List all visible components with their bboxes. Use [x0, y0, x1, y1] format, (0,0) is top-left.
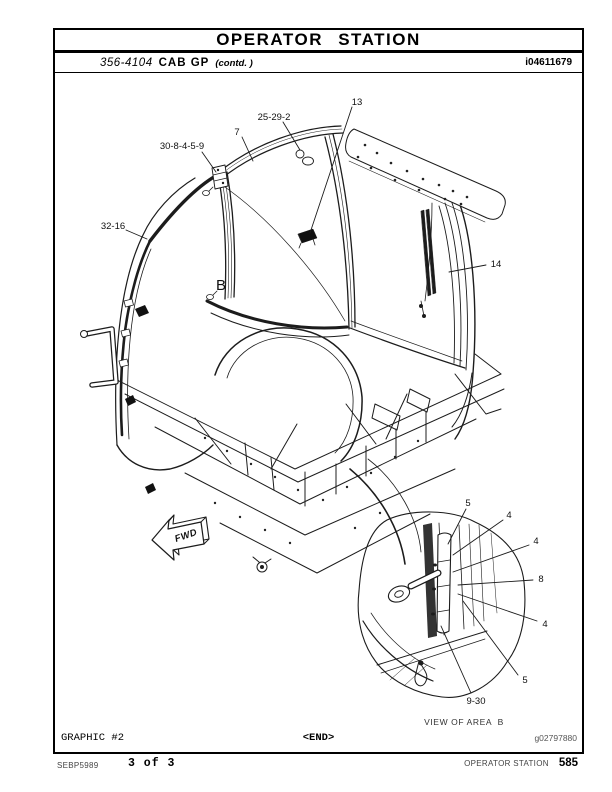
inset-callout-5-top: 5	[465, 498, 470, 509]
inset-callout-4c: 4	[542, 619, 547, 630]
end-marker: <END>	[302, 732, 335, 744]
callout-7: 7	[234, 127, 239, 138]
page-border-box: OPERATOR STATION 356-4104 CAB GP (contd.…	[53, 28, 584, 754]
part-heading: 356-4104 CAB GP (contd. )	[100, 57, 525, 69]
area-marker-b: B	[216, 277, 226, 294]
roof-panel-bolts	[356, 143, 469, 206]
rear-wiper	[419, 202, 437, 318]
subtitle-bar: 356-4104 CAB GP (contd. ) i04611679	[55, 53, 582, 73]
bracket-item-25-29-2	[295, 149, 314, 166]
graphic-id: g02797880	[534, 733, 577, 743]
latch-arm	[387, 569, 442, 603]
part-name: CAB GP	[158, 56, 210, 69]
title-bar: OPERATOR STATION	[55, 30, 582, 53]
mirror-bracket	[80, 326, 119, 388]
graphic-label: GRAPHIC #2	[61, 732, 125, 744]
cab-technical-drawing: FWD 25-29-2 13 7 30-8-4-5-9 32-16 14	[80, 97, 548, 727]
page-footer: SEBP5989 3 of 3 OPERATOR STATION 585	[53, 757, 580, 773]
cab-roof-panel	[345, 128, 506, 223]
callout-13: 13	[352, 97, 363, 108]
lower-hook	[414, 660, 428, 687]
inset-callout-4a: 4	[506, 510, 511, 521]
inset-view-area-b	[357, 511, 526, 698]
footer-page-number: 585	[558, 757, 578, 769]
hinge-assembly	[431, 532, 452, 634]
fwd-arrow: FWD	[151, 514, 210, 561]
inset-callouts: 5 4 4 8 4 5 9-30 VIEW OF AREA B	[424, 498, 548, 727]
small-clips	[125, 305, 156, 494]
inset-caption: VIEW OF AREA B	[424, 717, 504, 727]
contd-note: (contd. )	[215, 57, 253, 69]
page-title: OPERATOR STATION	[216, 30, 421, 49]
cab-roof-frame	[115, 125, 346, 471]
cab-mid-pillar	[324, 133, 356, 330]
part-number: 356-4104	[100, 56, 153, 69]
main-callouts: 25-29-2 13 7 30-8-4-5-9 32-16 14 B	[101, 97, 501, 294]
graphic-info-row: GRAPHIC #2 <END> g02797880	[55, 732, 582, 746]
inset-callout-9-30: 9-30	[466, 696, 485, 707]
chassis-frame	[116, 353, 505, 574]
chassis-bolts	[203, 436, 420, 545]
doc-id: i04611679	[525, 57, 572, 68]
wheel-arch	[214, 327, 363, 462]
inset-callout-8: 8	[538, 574, 543, 585]
callout-25-29-2: 25-29-2	[258, 112, 291, 123]
callout-32-16: 32-16	[101, 221, 125, 232]
cab-a-pillar	[202, 164, 236, 300]
manual-id: SEBP5989	[57, 761, 99, 770]
inset-callout-4b: 4	[533, 536, 538, 547]
bracket-item-13	[297, 228, 318, 249]
inset-callout-5-bottom: 5	[522, 675, 527, 686]
page-count: 3 of 3	[128, 757, 176, 770]
callout-14: 14	[491, 259, 502, 270]
footer-section: OPERATOR STATION	[464, 759, 549, 768]
door-edge-clips	[118, 298, 134, 368]
cab-cowl	[205, 299, 350, 338]
callout-30-8-4-5-9: 30-8-4-5-9	[160, 141, 204, 152]
